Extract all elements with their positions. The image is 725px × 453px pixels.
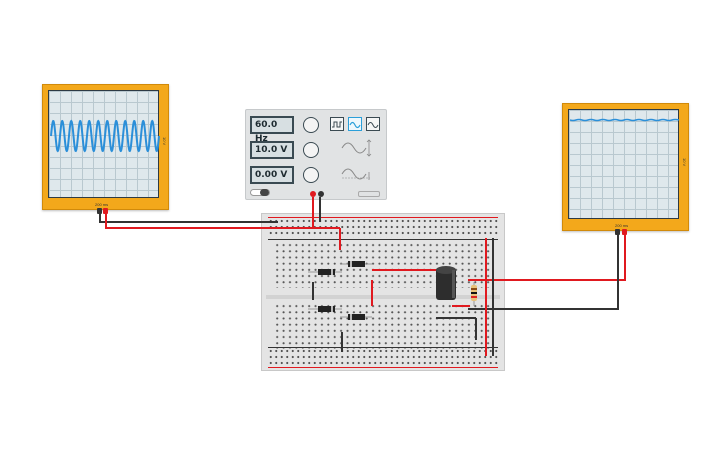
output-terminal-positive[interactable] <box>310 191 316 197</box>
diode-3 <box>308 306 342 312</box>
oscilloscope-left-time-label: 200 ms <box>95 202 109 207</box>
output-terminal-negative[interactable] <box>318 191 324 197</box>
offset-display[interactable]: 0.00 V <box>250 166 294 184</box>
rail-line-bottom-red <box>268 367 498 368</box>
resistor <box>471 282 477 306</box>
triangle-wave-icon <box>367 122 379 128</box>
square-wave-icon <box>332 121 342 128</box>
oscilloscope-right[interactable]: 10 V 200 ms <box>562 103 689 231</box>
center-divider <box>266 295 500 299</box>
frequency-knob[interactable] <box>303 117 319 133</box>
top-power-rail[interactable] <box>268 218 498 238</box>
rail-line-bottom-black <box>268 347 498 348</box>
oscilloscope-right-volts-label: 10 V <box>682 158 687 167</box>
offset-wave-icon <box>341 168 370 180</box>
oscilloscope-left-trace <box>50 119 160 153</box>
diode-4 <box>340 314 372 320</box>
bottom-terminal-strip[interactable] <box>274 303 492 349</box>
amplitude-knob[interactable] <box>303 142 319 158</box>
oscilloscope-right-time-label: 200 ms <box>615 223 629 228</box>
amplitude-wave-icon <box>341 139 372 157</box>
wire-left-scope-red <box>105 212 340 229</box>
frequency-display[interactable]: 60.0 Hz <box>250 116 294 144</box>
function-generator[interactable]: 60.0 Hz 10.0 V 0.00 V <box>245 109 387 200</box>
rail-line-top-black <box>268 239 498 240</box>
offset-knob[interactable] <box>303 167 319 183</box>
diode-2 <box>340 261 372 267</box>
breadboard[interactable] <box>261 213 505 371</box>
square-wave-button[interactable] <box>330 117 344 131</box>
rail-line-top-red <box>268 217 498 218</box>
wire-left-scope-black <box>99 212 278 223</box>
right-scope-probe-red[interactable] <box>622 229 627 235</box>
oscilloscope-left-volts-label: 10 V <box>162 137 167 146</box>
power-toggle[interactable] <box>250 189 270 196</box>
brand-mark <box>358 191 380 197</box>
right-scope-probe-black[interactable] <box>615 229 620 235</box>
wire-right-scope-red <box>468 233 626 281</box>
oscilloscope-right-screen <box>568 109 680 219</box>
oscilloscope-left[interactable]: 10 V 200 ms <box>42 84 169 210</box>
capacitor <box>436 266 456 300</box>
diode-1 <box>308 269 342 275</box>
triangle-wave-button[interactable] <box>366 117 380 131</box>
sine-wave-icon <box>349 121 361 129</box>
bottom-power-rail[interactable] <box>268 348 498 368</box>
wire-right-scope-black <box>468 233 619 310</box>
amplitude-display[interactable]: 10.0 V <box>250 141 294 159</box>
left-scope-probe-red[interactable] <box>103 208 108 214</box>
sine-wave-button[interactable] <box>348 117 362 131</box>
oscilloscope-left-screen <box>48 90 160 198</box>
left-scope-probe-black[interactable] <box>97 208 102 214</box>
oscilloscope-right-trace <box>569 118 680 122</box>
